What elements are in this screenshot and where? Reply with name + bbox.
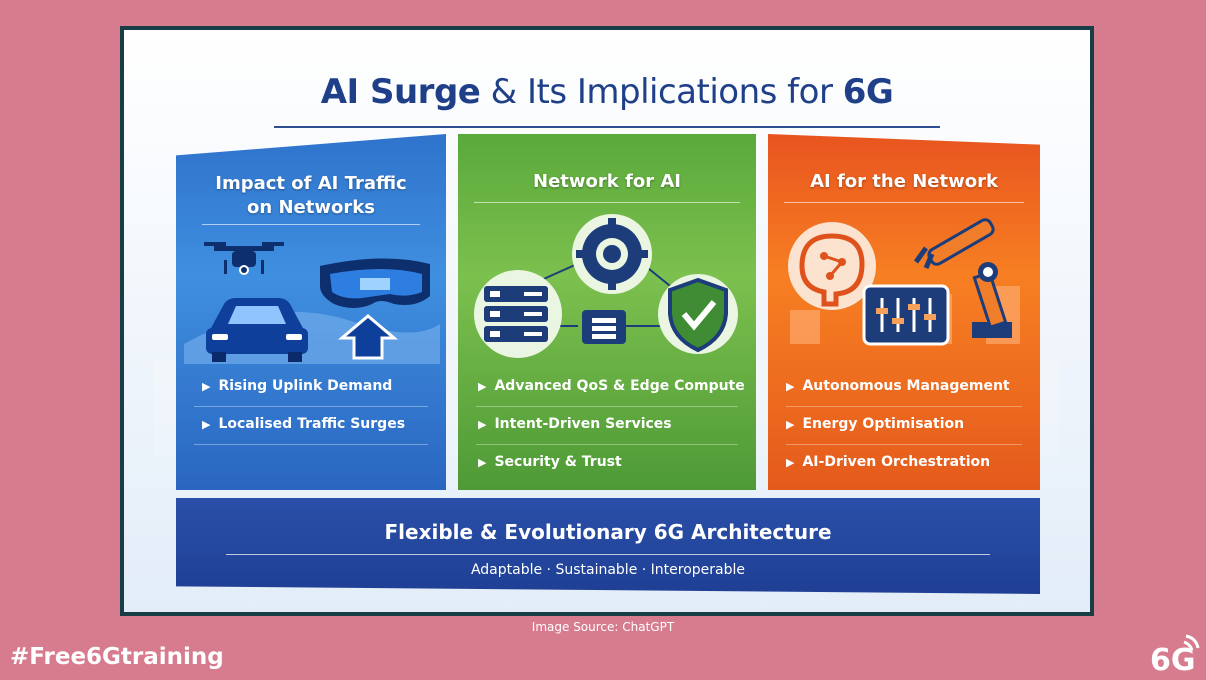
column-ai-for-the-network: AI for the Network (768, 134, 1040, 490)
architecture-title: Flexible & Evolutionary 6G Architecture (384, 520, 832, 544)
architecture-divider (226, 554, 990, 555)
bullet-divider (476, 444, 738, 445)
heading-divider (202, 224, 420, 225)
control-panel-icon (862, 284, 950, 346)
server-icon (474, 270, 562, 358)
column-heading: Network for AI (533, 171, 681, 192)
title-divider (274, 126, 940, 128)
heading-divider (474, 202, 740, 203)
bullets-ai-for-network: ▶Autonomous Management ▶Energy Optimisat… (768, 134, 1040, 490)
column-heading: AI for the Network (810, 171, 998, 192)
bullet-item: ▶AI-Driven Orchestration (786, 454, 991, 470)
title-6g: 6G (842, 72, 894, 112)
6g-logo: 6G (1148, 632, 1200, 676)
bullet-item: ▶Advanced QoS & Edge Compute (478, 378, 745, 394)
column-network-for-ai: Network for AI (458, 134, 756, 490)
illustration-ai-network (788, 218, 1020, 346)
bullets-impact: ▶Rising Uplink Demand ▶Localised Traffic… (176, 134, 446, 490)
image-source: Image Source: ChatGPT (531, 620, 675, 634)
illustration-traffic (184, 242, 440, 364)
shield-check-icon (658, 274, 738, 354)
vr-headset-icon (320, 258, 430, 308)
heading-line: on Networks (247, 197, 375, 218)
bullet-divider (786, 444, 1022, 445)
slide: AI Surge & Its Implications for 6G Impac… (124, 30, 1090, 612)
title-middle: & Its Implications for (480, 72, 843, 112)
slide-title: AI Surge & Its Implications for 6G (124, 72, 1090, 112)
column-impact-of-ai-traffic: Impact of AI Traffic on Networks (176, 134, 446, 490)
architecture-subtitle: Adaptable · Sustainable · Interoperable (470, 562, 746, 578)
robot-arm-icon (913, 218, 1012, 338)
gear-brain-icon (572, 214, 652, 294)
database-icon (582, 310, 626, 344)
bullet-item: ▶Intent-Driven Services (478, 416, 672, 432)
signal-waves-icon (1183, 634, 1200, 651)
drone-icon (204, 242, 284, 275)
brain-circuit-icon (788, 222, 876, 310)
bullet-item: ▶Energy Optimisation (786, 416, 965, 432)
hashtag: #Free6Gtraining (10, 644, 224, 670)
heading-line: Impact of AI Traffic (215, 173, 407, 194)
illustration-network (474, 214, 738, 358)
bullets-network-for-ai: ▶Advanced QoS & Edge Compute ▶Intent-Dri… (458, 134, 756, 490)
bullet-divider (194, 444, 428, 445)
upload-arrow-icon (337, 314, 399, 360)
car-icon (206, 298, 308, 362)
architecture-bar: Flexible & Evolutionary 6G Architecture … (176, 498, 1040, 594)
heading-divider (784, 202, 1024, 203)
column-heading: Impact of AI Traffic on Networks (176, 172, 446, 220)
bullet-item: ▶Autonomous Management (786, 378, 1010, 394)
logo-text: 6G (1150, 643, 1196, 676)
bullet-divider (476, 406, 738, 407)
bullet-divider (194, 406, 428, 407)
bullet-item: ▶Security & Trust (478, 454, 622, 470)
title-ai-surge: AI Surge (320, 72, 481, 112)
bullet-item: ▶Rising Uplink Demand (202, 378, 393, 394)
bullet-item: ▶Localised Traffic Surges (202, 416, 406, 432)
bullet-divider (786, 406, 1022, 407)
